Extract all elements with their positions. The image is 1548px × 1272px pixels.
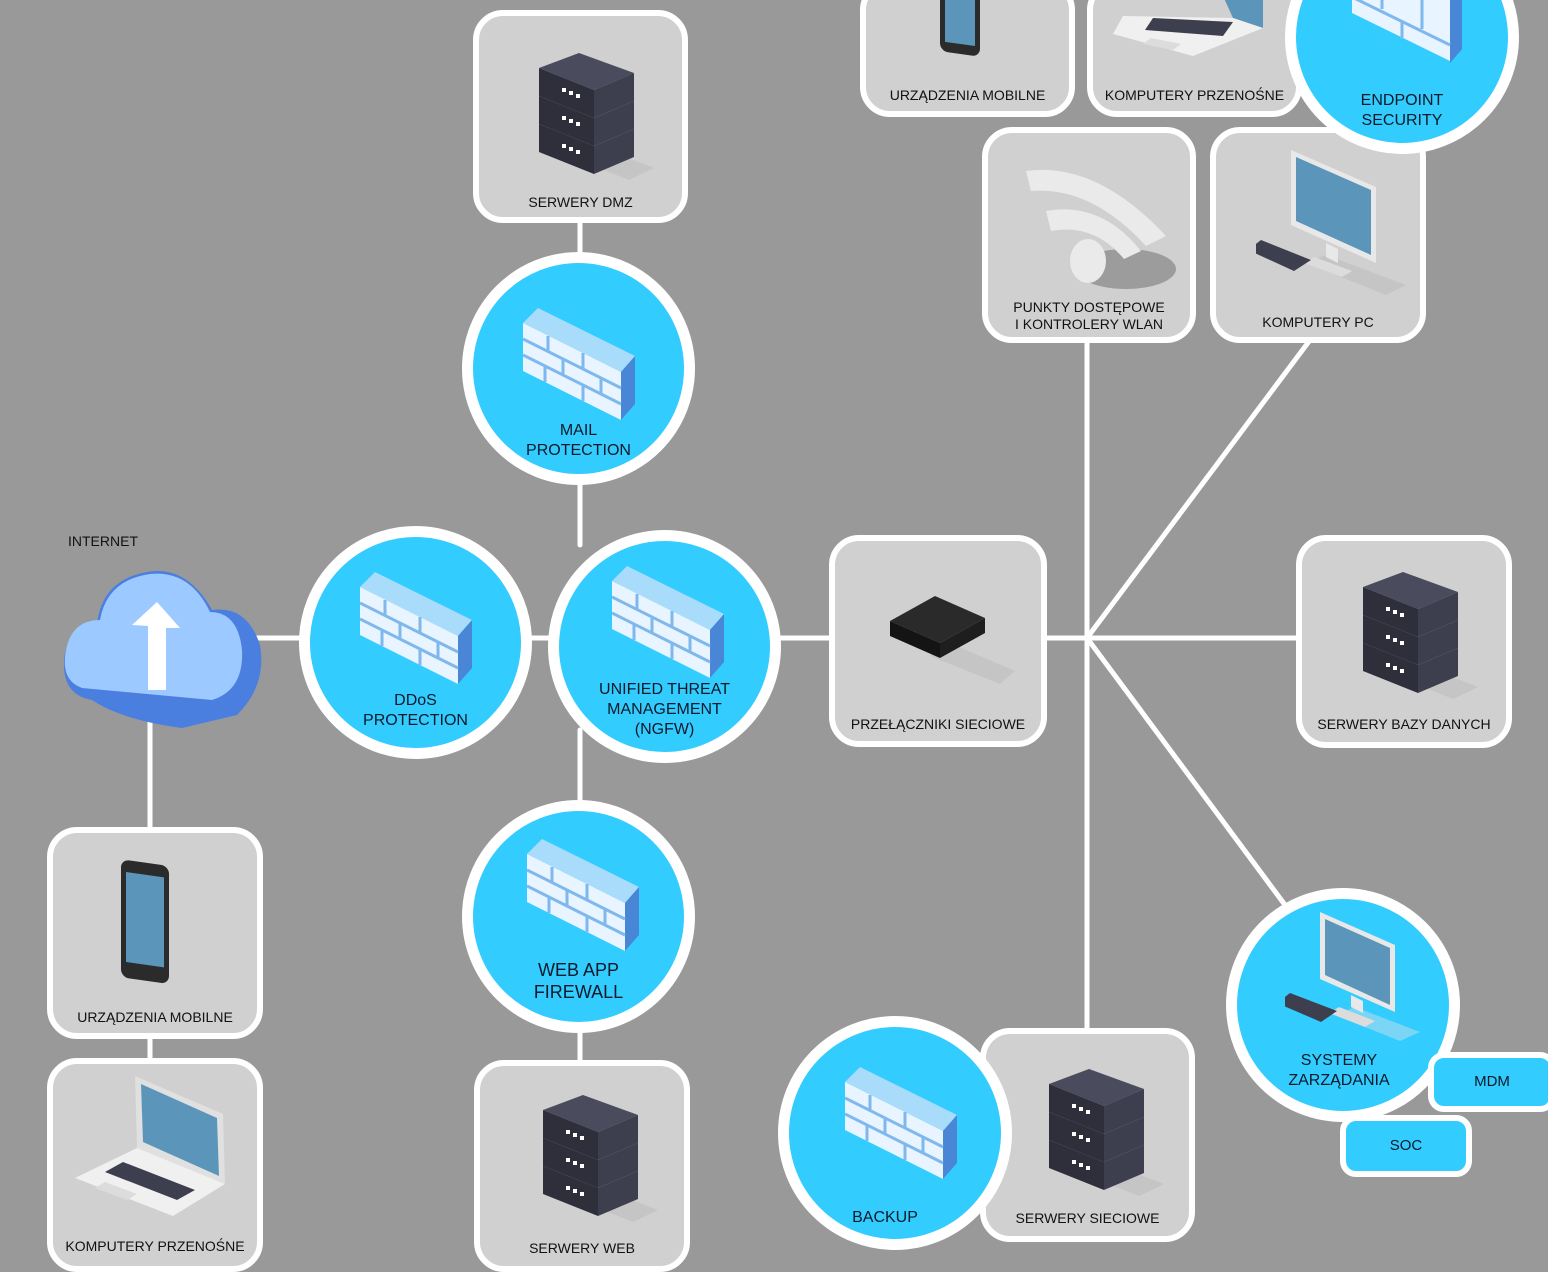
box-label: KOMPUTERY PRZENOŚNE: [65, 1238, 245, 1254]
server-stack-icon: [539, 53, 654, 180]
firewall-icon: [523, 308, 635, 420]
firewall-icon: [360, 572, 472, 684]
box-urzadzenia-mobilne-top[interactable]: URZĄDZENIA MOBILNE: [860, 0, 1075, 117]
box-urzadzenia-mobilne-left[interactable]: URZĄDZENIA MOBILNE: [47, 827, 263, 1039]
box-komputery-pc[interactable]: KOMPUTERY PC: [1210, 127, 1426, 343]
pill-mdm[interactable]: MDM: [1428, 1052, 1548, 1112]
circle-label: WEB APP FIREWALL: [533, 960, 624, 1002]
box-label: PRZEŁĄCZNIKI SIECIOWE: [850, 716, 1026, 732]
circle-mail-protection[interactable]: MAIL PROTECTION: [462, 252, 695, 485]
laptop-icon: [75, 1076, 225, 1216]
server-stack-icon: [1049, 1069, 1164, 1196]
box-komputery-przenosne-top[interactable]: KOMPUTERY PRZENOŚNE: [1087, 0, 1302, 117]
desktop-pc-icon: [1285, 912, 1420, 1041]
firewall-icon: [527, 839, 639, 951]
server-stack-icon: [1363, 572, 1478, 699]
box-label: URZĄDZENIA MOBILNE: [889, 87, 1046, 103]
network-switch-icon: [890, 596, 1015, 684]
box-serwery-dmz[interactable]: SERWERY DMZ: [473, 10, 688, 223]
firewall-icon: [612, 566, 724, 678]
circle-ddos-protection[interactable]: DDoS PROTECTION: [299, 526, 532, 759]
circle-label: MAIL PROTECTION: [526, 422, 631, 459]
box-punkty-dostepowe[interactable]: PUNKTY DOSTĘPOWE I KONTROLERY WLAN: [982, 127, 1196, 343]
circle-backup[interactable]: BACKUP: [778, 1016, 1012, 1250]
box-label: URZĄDZENIA MOBILNE: [77, 1009, 233, 1025]
circle-label: ENDPOINT SECURITY: [1360, 92, 1444, 129]
circle-endpoint-security[interactable]: ENDPOINT SECURITY: [1285, 0, 1519, 154]
circle-label: SYSTEMY ZARZĄDANIA: [1288, 1052, 1390, 1089]
box-label: PUNKTY DOSTĘPOWE I KONTROLERY WLAN: [1013, 299, 1165, 332]
box-label: SERWERY DMZ: [528, 194, 633, 210]
internet-label: INTERNET: [68, 533, 138, 549]
firewall-icon: [845, 1067, 957, 1179]
wifi-access-point-icon: [1026, 169, 1176, 289]
smartphone-icon: [121, 860, 169, 983]
circle-systemy-zarzadania[interactable]: SYSTEMY ZARZĄDANIA: [1226, 888, 1460, 1122]
circle-unified-threat-management[interactable]: UNIFIED THREAT MANAGEMENT (NGFW): [548, 530, 781, 763]
box-przelaczniki-sieciowe[interactable]: PRZEŁĄCZNIKI SIECIOWE: [829, 535, 1047, 747]
circle-label: BACKUP: [852, 1209, 918, 1226]
box-serwery-sieciowe[interactable]: SERWERY SIECIOWE: [980, 1028, 1195, 1242]
box-label: SERWERY SIECIOWE: [1015, 1210, 1160, 1226]
desktop-pc-icon: [1256, 150, 1406, 295]
firewall-icon: [1352, 0, 1462, 63]
circle-label: DDoS PROTECTION: [363, 692, 468, 729]
circle-web-app-firewall[interactable]: WEB APP FIREWALL: [462, 800, 695, 1033]
box-label: KOMPUTERY PC: [1262, 314, 1374, 330]
box-label: SERWERY BAZY DANYCH: [1317, 716, 1491, 732]
laptop-icon: [1113, 0, 1263, 56]
box-label: SERWERY WEB: [529, 1240, 635, 1256]
cloud-upload-icon[interactable]: [62, 550, 267, 730]
server-stack-icon: [543, 1095, 658, 1222]
box-serwery-bazy-danych[interactable]: SERWERY BAZY DANYCH: [1296, 535, 1512, 748]
box-komputery-przenosne-left[interactable]: KOMPUTERY PRZENOŚNE: [47, 1058, 263, 1272]
smartphone-icon: [940, 0, 980, 56]
circle-label: UNIFIED THREAT MANAGEMENT (NGFW): [599, 681, 730, 738]
box-label: KOMPUTERY PRZENOŚNE: [1104, 87, 1285, 103]
pill-soc[interactable]: SOC: [1340, 1115, 1472, 1177]
box-serwery-web[interactable]: SERWERY WEB: [474, 1060, 690, 1272]
